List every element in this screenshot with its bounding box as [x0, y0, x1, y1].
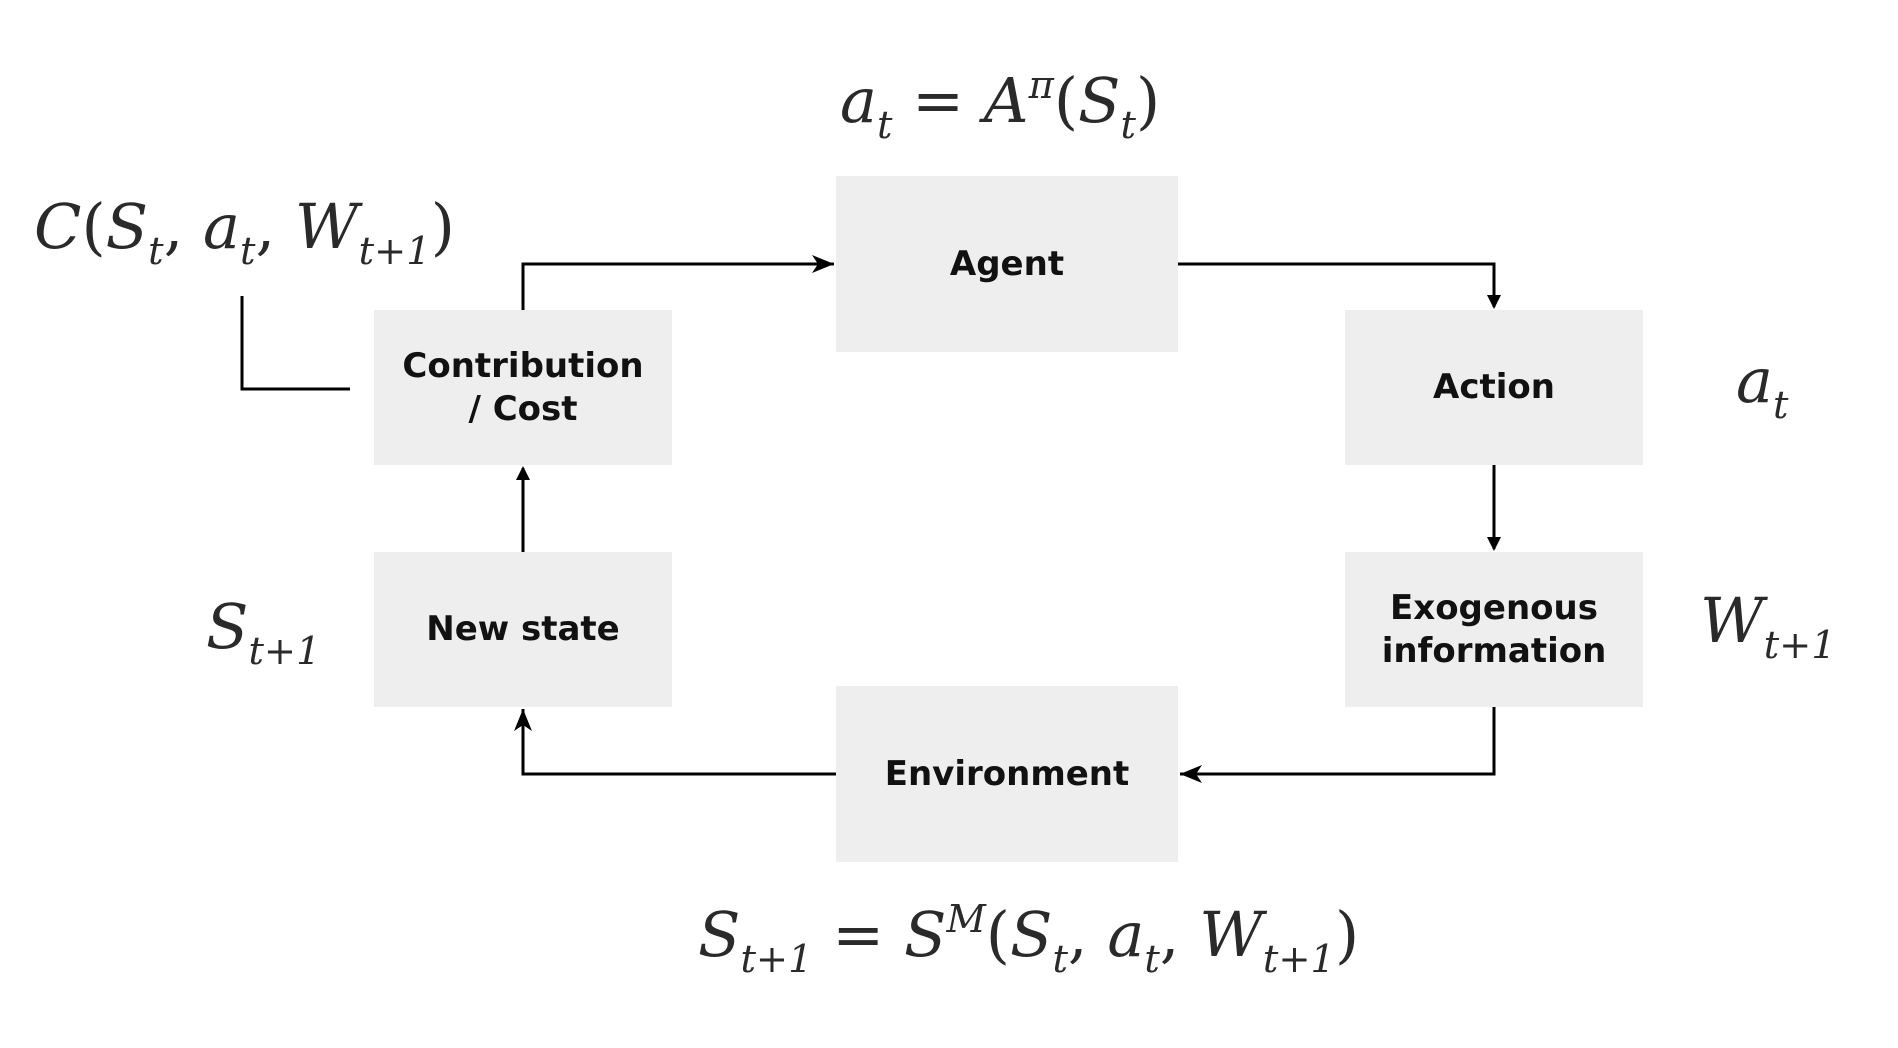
arrow-environment-to-new-state: [514, 709, 836, 776]
policy-equation: at = Aπ(St): [840, 63, 1161, 149]
arrow-exogenous-to-environment: [1180, 707, 1496, 783]
arrow-agent-to-action: [1178, 262, 1501, 309]
exogenous-information-box: Exogenous information: [1345, 552, 1643, 707]
action-box: Action: [1345, 310, 1643, 465]
contribution-function-label: C(St, at, Wt+1): [34, 190, 455, 275]
exogenous-symbol-label: Wt+1: [1700, 584, 1836, 669]
new-state-box: New state: [374, 552, 672, 707]
environment-box: Environment: [836, 686, 1178, 862]
arrow-contribution-to-agent: [521, 255, 834, 310]
action-symbol-label: at: [1736, 344, 1789, 429]
agent-box: Agent: [836, 176, 1178, 352]
contribution-cost-box: Contribution / Cost: [374, 310, 672, 465]
contribution-bracket-line: [240, 296, 350, 391]
transition-equation: St+1 = SM(St, at, Wt+1): [698, 897, 1360, 983]
new-state-symbol-label: St+1: [206, 590, 321, 675]
